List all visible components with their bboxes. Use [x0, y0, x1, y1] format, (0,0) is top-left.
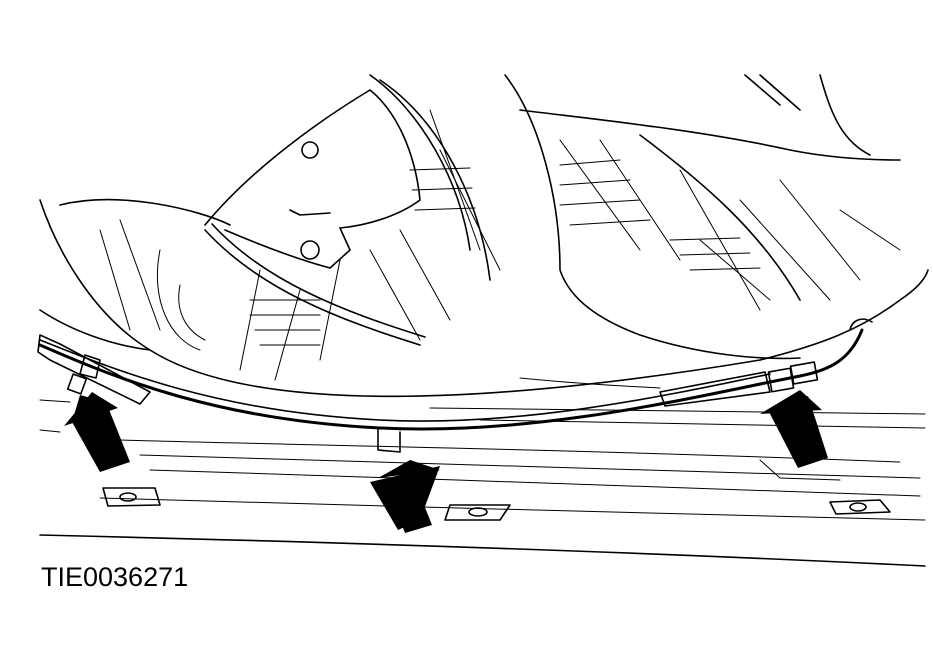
- up-arrow-icon: [64, 392, 130, 472]
- heat-shield: [204, 89, 421, 269]
- brake-cable: [37, 223, 873, 453]
- up-arrow-icon: [370, 460, 440, 533]
- tank-shield: [39, 74, 929, 398]
- floor-panel: [39, 377, 926, 567]
- figure-reference-code: TIE0036271: [41, 562, 189, 592]
- support-ribs: [99, 109, 901, 381]
- up-arrow-icon: [760, 390, 828, 468]
